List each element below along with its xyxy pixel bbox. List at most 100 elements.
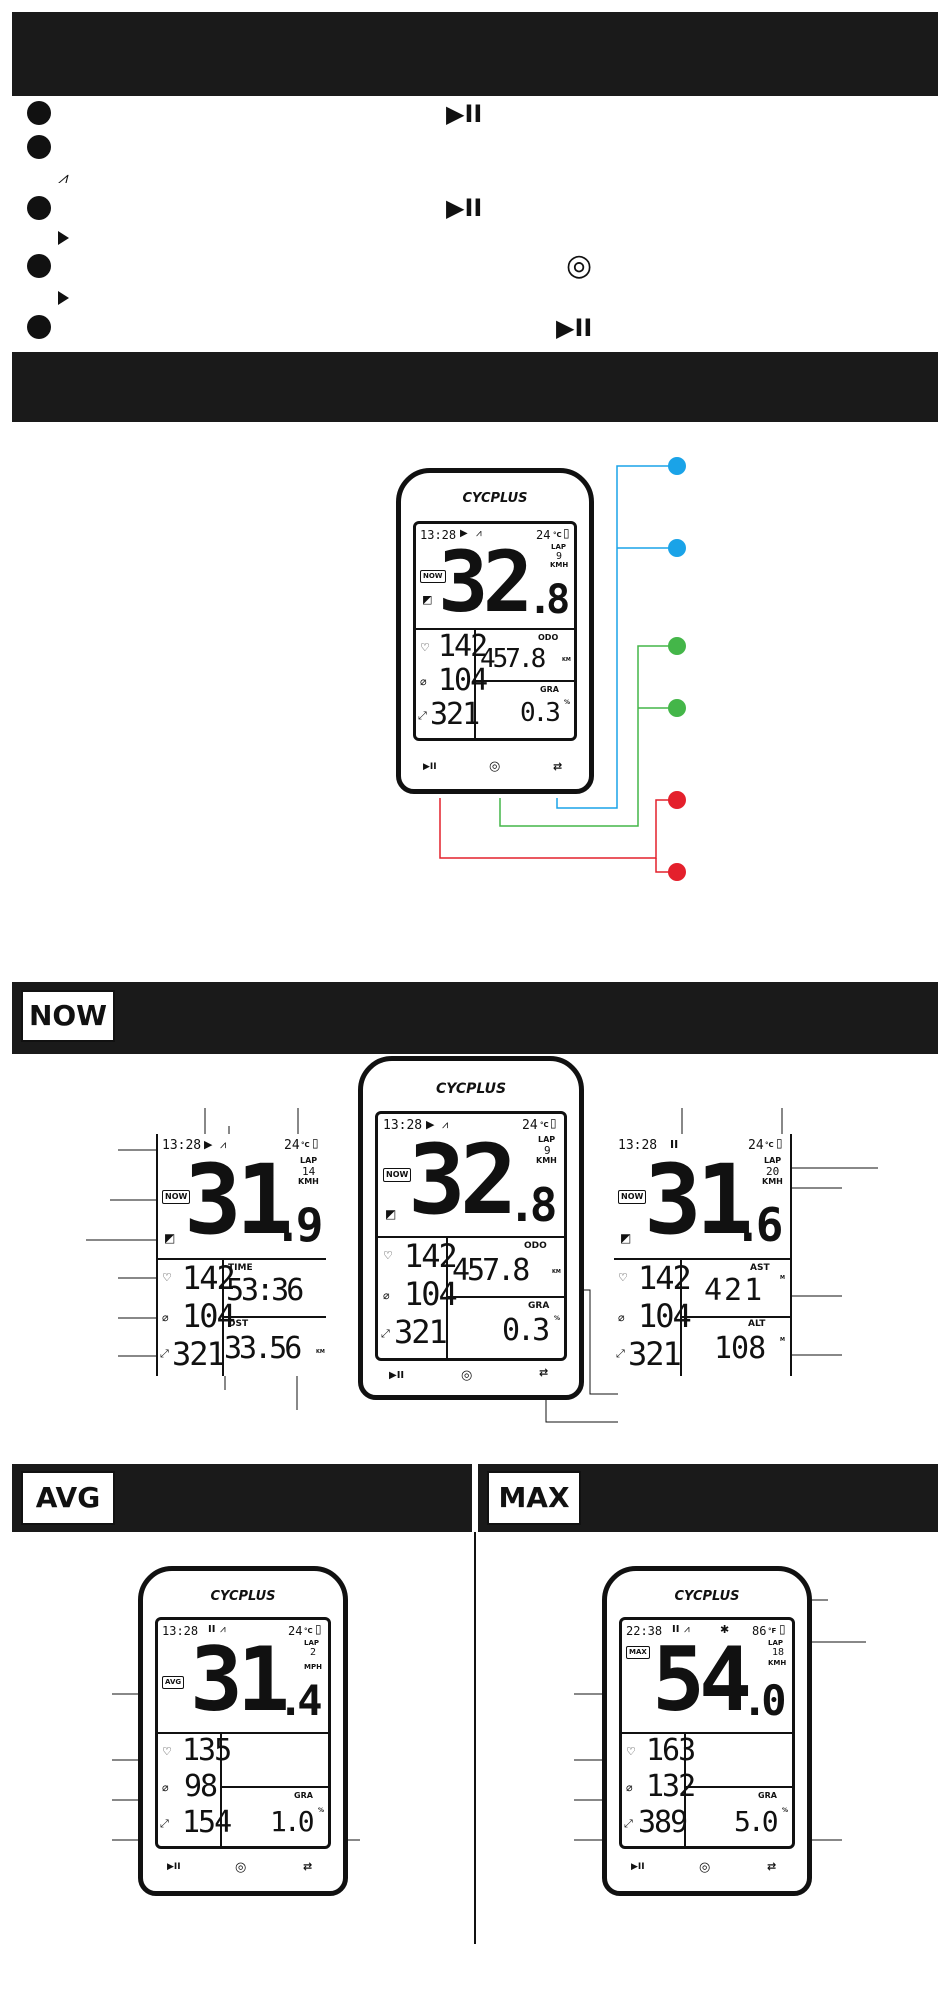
divider (158, 1732, 328, 1734)
divider (378, 1236, 564, 1238)
grade-value: 0.3 (502, 1313, 550, 1348)
start-button[interactable]: ▶II (631, 1862, 645, 1872)
lap-label: LAP (538, 1135, 556, 1144)
divider (220, 1734, 222, 1846)
cadence-icon: ⌀ (626, 1781, 633, 1794)
odometer-label: ODO (538, 633, 559, 642)
step-5-bullet (27, 315, 51, 339)
lcd-screen: 13:28 ▶ ⩘ 24 °C ▯ LAP 9 KMH NOW ◩ 32 .8 … (375, 1111, 567, 1361)
play-icon: ▶ (460, 528, 468, 539)
divider (684, 1734, 686, 1846)
max-badge: MAX (487, 1471, 581, 1525)
sensor-signal-icon: ⩘ (58, 168, 68, 187)
divider (680, 1260, 682, 1376)
odometer-value: 457.8 (480, 644, 546, 674)
menu-button[interactable]: ◎ (461, 1368, 473, 1383)
lap-value: 14 (302, 1165, 316, 1178)
divider (222, 1260, 224, 1376)
menu-button[interactable]: ◎ (699, 1860, 711, 1875)
power-value: 321 (172, 1335, 226, 1373)
power-value: 389 (638, 1805, 688, 1840)
page-button[interactable]: ⇄ (539, 1366, 549, 1379)
speed-integer: 31 (190, 1628, 290, 1731)
sensor-signal-icon: ⩘ (684, 1624, 690, 1635)
temperature-unit: °C (553, 531, 562, 539)
now-badge: NOW (21, 990, 115, 1042)
speed-integer: 32 (408, 1124, 518, 1236)
auto-pause-icon: ◩ (385, 1207, 397, 1221)
start-button[interactable]: ▶II (389, 1370, 405, 1381)
battery-icon: ▯ (779, 1622, 786, 1636)
speed-unit: KMH (298, 1177, 319, 1186)
battery-icon: ▯ (550, 1116, 557, 1130)
distance-unit: KM (316, 1349, 325, 1355)
power-icon: ⤢ (418, 709, 427, 722)
auto-pause-icon: ◩ (620, 1231, 632, 1245)
time-label: TIME (228, 1263, 253, 1273)
speed-decimal: .0 (742, 1676, 787, 1725)
brand-logo: CYCPLUS (210, 1589, 276, 1604)
cadence-value: 98 (184, 1769, 218, 1804)
lap-value: 9 (556, 551, 563, 562)
grade-label: GRA (294, 1791, 313, 1800)
heart-rate-value: 142 (438, 629, 488, 664)
menu-button[interactable]: ◎ (489, 759, 501, 774)
power-icon: ⤢ (616, 1347, 625, 1360)
menu-button[interactable]: ◎ (235, 1860, 247, 1875)
brand-logo: CYCPLUS (462, 491, 528, 506)
divider (416, 628, 574, 630)
cadence-icon: ⌀ (420, 675, 427, 688)
lap-label: LAP (551, 543, 567, 551)
odometer-value: 457.8 (452, 1253, 530, 1288)
grade-value: 1.0 (270, 1805, 315, 1838)
power-value: 154 (182, 1805, 232, 1840)
speed-integer: 31 (644, 1144, 754, 1256)
play-icon (58, 291, 69, 305)
divider (446, 1296, 564, 1298)
divider (622, 1732, 792, 1734)
heart-rate-value: 142 (638, 1259, 692, 1297)
auto-pause-icon: ◩ (422, 593, 433, 606)
cadence-value: 104 (404, 1275, 458, 1313)
ascent-label: AST (750, 1263, 770, 1273)
power-icon: ⤢ (160, 1817, 169, 1830)
page-button[interactable]: ⇄ (553, 760, 563, 773)
cadence-value: 104 (638, 1297, 692, 1335)
step-2-bullet (27, 135, 51, 159)
mode-badge: MAX (626, 1646, 650, 1659)
max-bike-computer: CYCPLUS 22:38 II ⩘ ✱ 86 °F ▯ LAP 18 KMH … (602, 1566, 812, 1896)
step-3-bullet (27, 196, 51, 220)
start-button[interactable]: ▶II (167, 1862, 181, 1872)
ascent-value: 421 (704, 1273, 765, 1308)
ascent-unit: M (780, 1275, 785, 1281)
distance-label: DST (228, 1319, 249, 1329)
start-button[interactable]: ▶II (423, 762, 437, 772)
clock: 13:28 (618, 1138, 658, 1153)
page-button[interactable]: ⇄ (303, 1860, 313, 1873)
speed-decimal: .6 (734, 1198, 783, 1252)
page-button[interactable]: ⇄ (767, 1860, 777, 1873)
mode-badge: AVG (162, 1676, 185, 1689)
cadence-icon: ⌀ (383, 1289, 390, 1302)
play-icon: ▶ (426, 1118, 435, 1131)
menu-button-callout-dot-2 (668, 699, 686, 717)
grade-label: GRA (528, 1301, 550, 1311)
menu-button-callout-dot (668, 637, 686, 655)
down-button-callout-dot (668, 539, 686, 557)
temperature: 24 (522, 1118, 538, 1133)
battery-icon: ▯ (315, 1622, 322, 1636)
altitude-label: ALT (748, 1319, 766, 1329)
mode-badge: NOW (383, 1168, 412, 1182)
lcd-screen: 22:38 II ⩘ ✱ 86 °F ▯ LAP 18 KMH MAX 54 .… (619, 1617, 795, 1849)
cadence-value: 104 (182, 1297, 236, 1335)
battery-icon: ▯ (563, 526, 570, 540)
odometer-unit: KM (552, 1269, 561, 1275)
heart-rate-icon: ♡ (626, 1745, 636, 1758)
grade-label: GRA (758, 1791, 777, 1800)
buttons-header-bar (12, 352, 938, 422)
now-center-bike-computer: CYCPLUS 13:28 ▶ ⩘ 24 °C ▯ LAP 9 KMH NOW … (358, 1056, 584, 1400)
speed-decimal: .9 (274, 1198, 323, 1252)
clock: 13:28 (383, 1118, 423, 1133)
altitude-unit: M (780, 1337, 785, 1343)
mode-badge: NOW (618, 1190, 647, 1204)
